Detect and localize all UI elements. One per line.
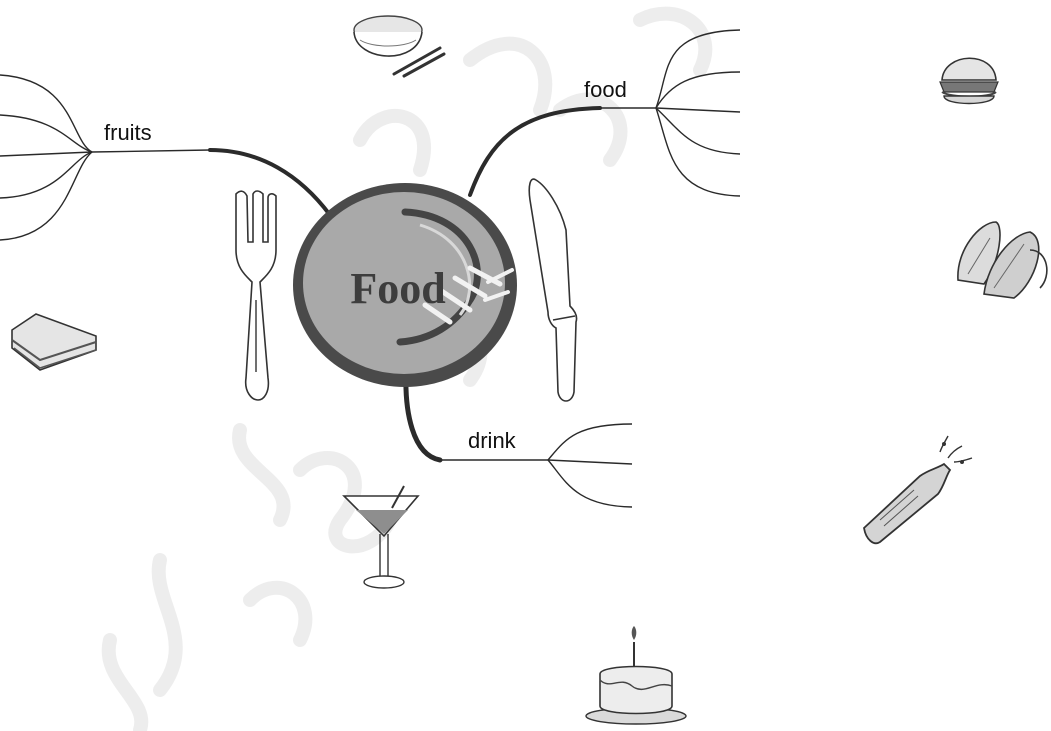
center-label: Food	[350, 264, 445, 313]
hamburger-icon	[940, 58, 998, 103]
knife-icon	[529, 179, 576, 401]
branch-label-food: food	[584, 77, 627, 102]
center-plate: Food	[293, 183, 517, 387]
champagne-bottle-icon	[864, 436, 972, 543]
fork-icon	[236, 191, 276, 400]
sandwich-icon	[12, 314, 96, 370]
rice-bowl-chopsticks-icon	[354, 16, 444, 76]
branch-drink: drink	[406, 375, 632, 507]
branch-fruits: fruits	[0, 75, 330, 240]
branch-label-fruits: fruits	[104, 120, 152, 145]
grilled-fish-icon	[958, 222, 1047, 298]
branch-label-drink: drink	[468, 428, 517, 453]
birthday-cake-icon	[586, 626, 686, 724]
